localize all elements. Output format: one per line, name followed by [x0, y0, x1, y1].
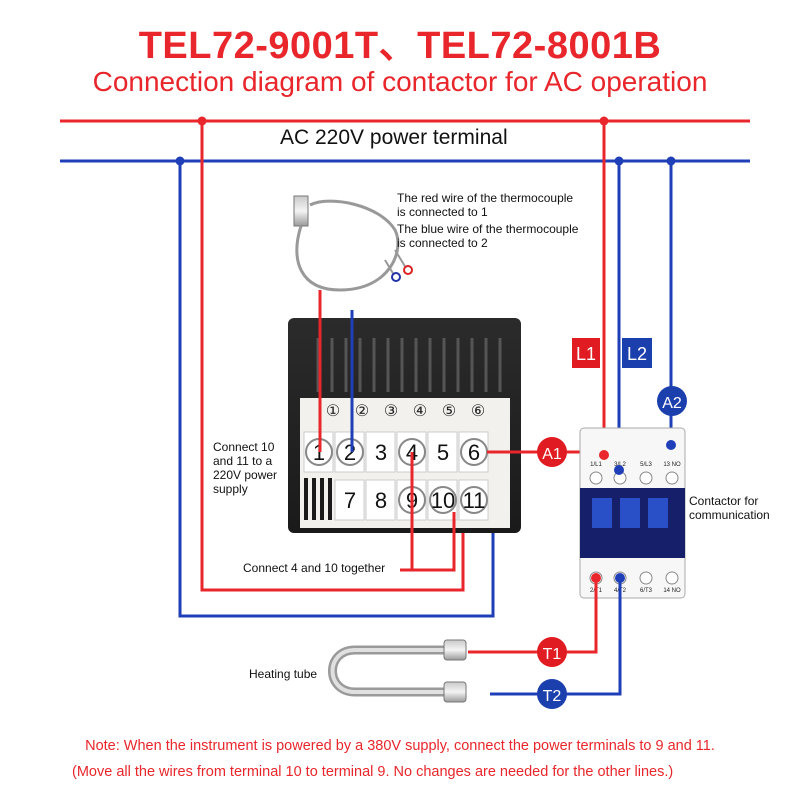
contactor: 1/L1 3/L2 5/L3 13 NO 2/T1 4/T2 6/T3 14 N… — [579, 427, 686, 599]
thermocouple-blue-note-line1: The blue wire of the thermocouple — [397, 222, 579, 236]
contactor-note-line2: communication — [689, 508, 770, 522]
diagram-title: TEL72-9001T、TEL72-8001B — [138, 25, 662, 67]
top-label-6: ⑥ — [471, 403, 485, 420]
connect-power-note-line3: 220V power — [213, 468, 278, 482]
thermocouple-blue-note: The blue wire of the thermocouple is con… — [397, 222, 607, 250]
badge-l1: L1 — [572, 338, 600, 368]
blue-junction-left — [175, 156, 185, 166]
contactor-top-label-2: 3/L2 — [614, 462, 626, 468]
contactor-bottom-label-4: 14 NO — [663, 588, 681, 594]
badge-t1-label: T1 — [543, 646, 562, 663]
blue-junction-a2 — [666, 156, 676, 166]
red-wire-t1 — [566, 578, 598, 654]
contactor-note-line1: Contactor for — [689, 494, 759, 508]
badge-a1: A1 — [537, 437, 567, 467]
heating-tube — [328, 639, 467, 703]
thermocouple-blue-note-line2: is connected to 2 — [397, 236, 488, 250]
badge-t2-label: T2 — [543, 688, 562, 705]
top-label-1: ① — [326, 403, 340, 420]
contactor-top-label-1: 1/L1 — [590, 462, 602, 468]
top-label-5: ⑤ — [442, 403, 456, 420]
power-terminal-label: AC 220V power terminal — [280, 126, 508, 149]
connect-power-note-line1: Connect 10 — [213, 440, 275, 454]
heating-tube-label: Heating tube — [249, 667, 318, 681]
terminal-11: 11 — [463, 488, 486, 513]
badge-l2: L2 — [622, 338, 652, 368]
badge-l2-label: L2 — [627, 344, 647, 364]
top-label-4: ④ — [413, 403, 427, 420]
badge-a2: A2 — [657, 386, 687, 416]
red-wire-to-terminal-10 — [200, 121, 465, 592]
note-line-2: (Move all the wires from terminal 10 to … — [72, 764, 674, 780]
controller-vents — [316, 338, 502, 392]
top-label-2: ② — [355, 403, 369, 420]
connect-power-note-line2: and 11 to a — [213, 454, 273, 468]
top-terminal-labels: ① ② ③ ④ ⑤ ⑥ — [326, 403, 485, 420]
contactor-top-label-3: 5/L3 — [640, 462, 652, 468]
terminal-1: 1 — [313, 440, 325, 465]
terminal-6: 6 — [468, 440, 480, 465]
thermocouple-red-note-line2: is connected to 1 — [397, 205, 488, 219]
badge-l1-label: L1 — [576, 344, 596, 364]
diagram-subtitle: Connection diagram of contactor for AC o… — [92, 66, 708, 97]
terminal-5: 5 — [437, 440, 449, 465]
badge-a2-label: A2 — [662, 395, 682, 412]
top-label-3: ③ — [384, 403, 398, 420]
terminal-3: 3 — [375, 440, 387, 465]
thermocouple-red-note-line1: The red wire of the thermocouple — [397, 191, 574, 205]
terminal-10: 10 — [431, 488, 455, 513]
blue-wire-t2 — [566, 578, 622, 696]
note-line-1: Note: When the instrument is powered by … — [85, 738, 715, 754]
blue-junction-l2 — [614, 156, 624, 166]
connect-power-note-line4: supply — [213, 482, 248, 496]
red-link-10 — [412, 512, 456, 572]
badge-t2: T2 — [537, 679, 567, 709]
contactor-note: Contactor for communication — [689, 494, 794, 522]
badge-a1-label: A1 — [542, 446, 562, 463]
connect-power-note: Connect 10 and 11 to a 220V power supply — [213, 440, 293, 496]
red-junction-left — [197, 116, 207, 126]
contactor-top-label-4: 13 NO — [663, 462, 681, 468]
terminal-left-latches — [304, 478, 332, 520]
connect-4-10-note: Connect 4 and 10 together — [243, 561, 386, 575]
terminal-7: 7 — [344, 488, 356, 513]
thermocouple-red-note: The red wire of the thermocouple is conn… — [397, 191, 607, 219]
badge-t1: T1 — [537, 637, 567, 667]
thermocouple-probe — [293, 195, 413, 292]
contactor-bottom-label-3: 6/T3 — [640, 588, 653, 594]
terminal-8: 8 — [375, 488, 387, 513]
terminal-2: 2 — [344, 440, 356, 465]
blue-wire-to-terminal-11 — [178, 161, 495, 618]
red-junction-right — [599, 116, 609, 126]
